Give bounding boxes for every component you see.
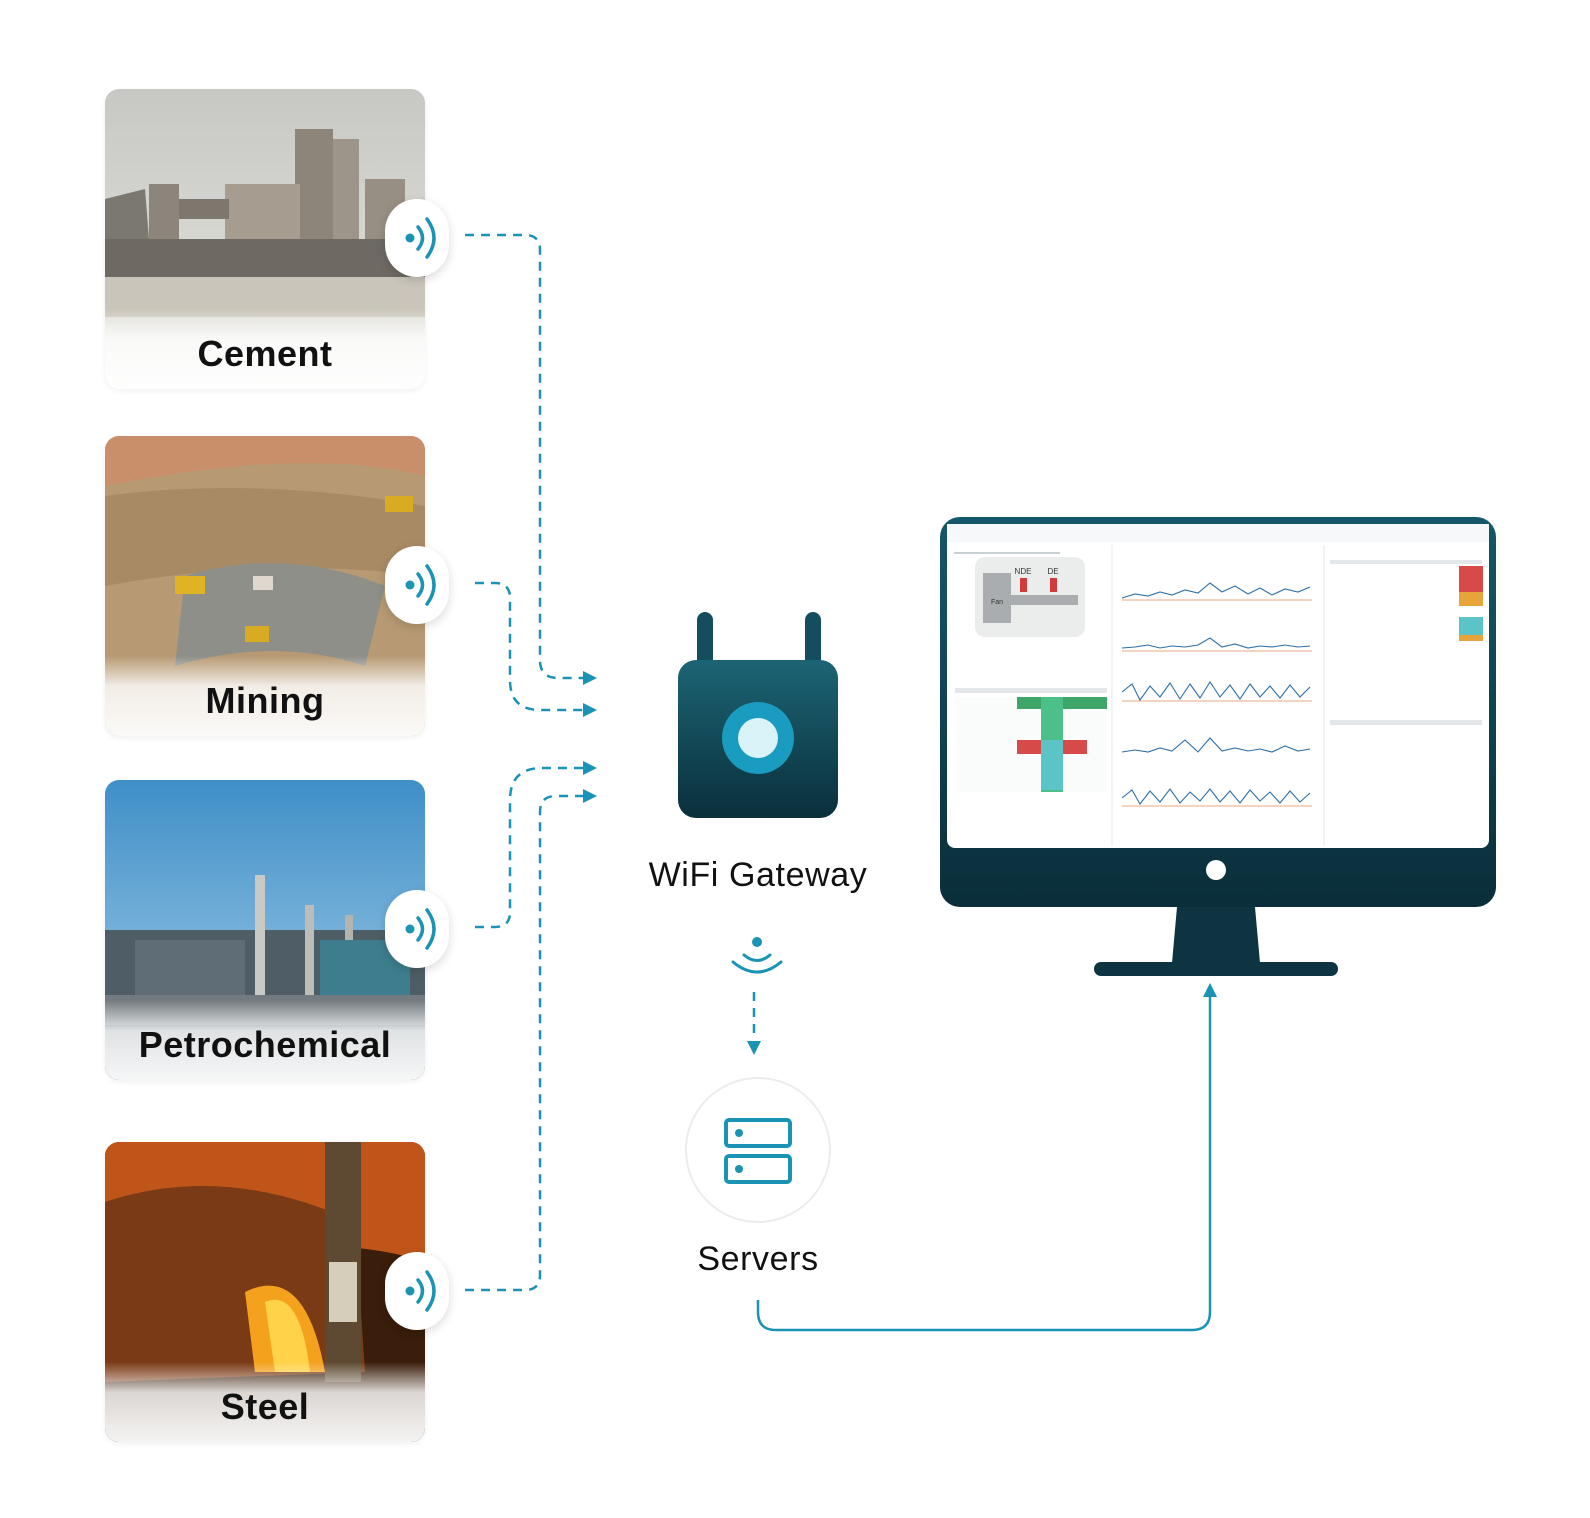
servers-node — [685, 1077, 831, 1223]
server-rack-icon — [724, 1118, 792, 1184]
industry-label-steel: Steel — [220, 1386, 310, 1427]
nde-label: NDE — [1015, 567, 1032, 576]
fan-label: Fan — [991, 599, 1003, 606]
router-icon — [678, 612, 838, 818]
industry-label-mining: Mining — [205, 680, 325, 721]
connector-steel — [465, 794, 583, 1292]
connector-cement — [465, 233, 583, 680]
sensor-badge-cement — [385, 199, 449, 277]
de-label: DE — [1047, 567, 1058, 576]
industry-card-mining: Mining — [105, 436, 425, 736]
wireless-sensor-icon — [405, 217, 436, 259]
connector-servers-monitor — [756, 997, 1212, 1332]
line-charts — [1121, 582, 1311, 805]
arrowhead-servers — [747, 1041, 761, 1055]
industry-card-cement: Cement — [105, 89, 425, 389]
left-table — [955, 688, 1107, 792]
sensor-badge-mining — [385, 546, 449, 624]
arrowhead-petrochemical — [583, 761, 597, 775]
connector-petrochemical — [475, 766, 583, 929]
arrowhead-mining — [583, 703, 597, 717]
industry-card-steel: Steel — [105, 1142, 425, 1442]
gateway-label: WiFi Gateway — [648, 856, 868, 894]
wireless-sensor-icon — [405, 908, 436, 950]
industry-label-petrochemical: Petrochemical — [138, 1024, 392, 1065]
sensor-badge-petrochemical — [385, 890, 449, 968]
wireless-signal-icon — [731, 937, 783, 974]
arrowhead-cement — [583, 671, 597, 685]
servers-label: Servers — [697, 1240, 819, 1278]
industry-card-petrochemical: Petrochemical — [105, 780, 425, 1080]
arrowhead-steel — [583, 789, 597, 803]
right-table — [1330, 560, 1483, 725]
sensor-badge-steel — [385, 1252, 449, 1330]
arrowhead-monitor — [1203, 983, 1217, 997]
dashboard-screen: NDE DE Fan — [947, 524, 1489, 846]
industry-label-cement: Cement — [197, 333, 333, 374]
connector-mining — [475, 581, 583, 712]
monitor-dashboard-icon: NDE DE Fan — [940, 517, 1496, 976]
wireless-sensor-icon — [405, 564, 436, 606]
wireless-sensor-icon — [405, 1270, 436, 1312]
